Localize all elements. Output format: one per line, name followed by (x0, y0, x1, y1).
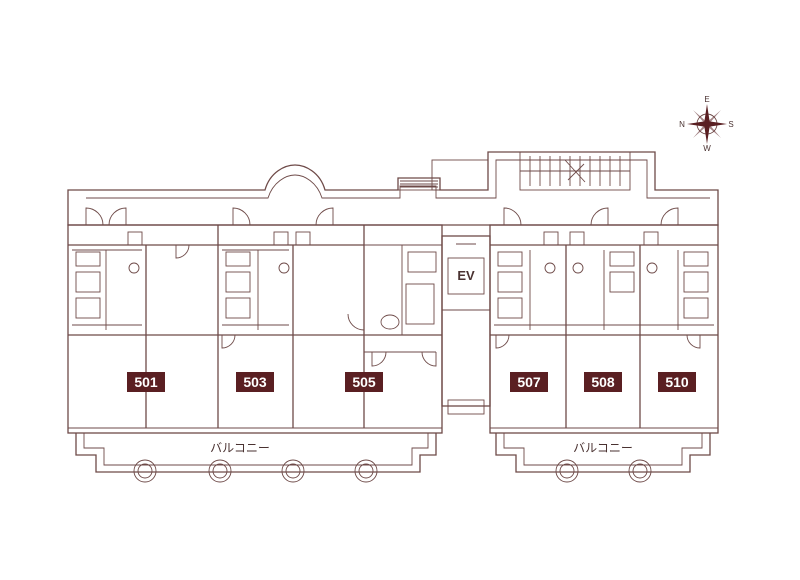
fixtures (75, 251, 709, 330)
compass-east: E (704, 95, 709, 104)
compass-icon: E N S W (679, 95, 734, 153)
unit-label-503: 503 (236, 372, 274, 392)
unit-number: 505 (352, 374, 376, 390)
unit-label-505: 505 (345, 372, 383, 392)
unit-number: 508 (591, 374, 615, 390)
unit-number: 503 (243, 374, 267, 390)
closets (127, 231, 659, 246)
unit-number: 501 (134, 374, 158, 390)
compass-north: N (679, 120, 685, 129)
building-outline-inner (86, 159, 710, 199)
elevator-shaft (447, 257, 485, 295)
doors (85, 207, 701, 367)
unit-label-508: 508 (584, 372, 622, 392)
elevator-label: EV (457, 268, 475, 283)
balcony-left-label: バルコニー (210, 441, 270, 455)
unit-label-510: 510 (658, 372, 696, 392)
core-lower-box (447, 399, 485, 415)
left-partitions (68, 225, 442, 429)
balcony-right-label: バルコニー (573, 441, 633, 455)
unit-number: 510 (665, 374, 689, 390)
compass-south: S (728, 120, 733, 129)
right-partitions (490, 244, 718, 429)
balcony-right (495, 433, 711, 473)
vent-grille (397, 177, 441, 191)
unit-label-501: 501 (127, 372, 165, 392)
columns (133, 459, 652, 483)
core-corridor (441, 235, 491, 407)
staircase (519, 151, 631, 191)
unit-label-507: 507 (510, 372, 548, 392)
building-outline (67, 151, 719, 226)
unit-number: 507 (517, 374, 541, 390)
balcony-left (75, 433, 437, 473)
upper-corridor-box (431, 159, 489, 191)
left-block (67, 224, 443, 434)
compass-west: W (703, 144, 711, 153)
